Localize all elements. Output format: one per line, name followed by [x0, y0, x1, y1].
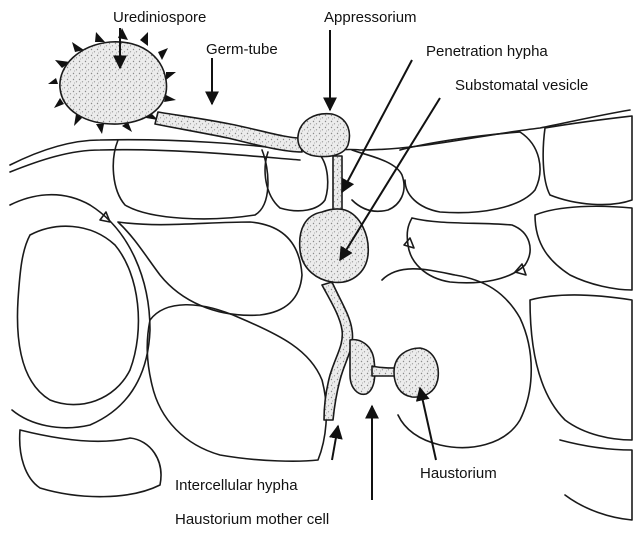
mesophyll-cell	[560, 440, 632, 520]
haustorium	[394, 348, 438, 397]
label-penetration-hypha: Penetration hypha	[426, 43, 548, 60]
label-urediniospore: Urediniospore	[113, 9, 206, 26]
mesophyll-cell	[147, 305, 326, 461]
label-germ-tube: Germ-tube	[206, 41, 278, 58]
intercellular-space	[404, 238, 414, 248]
epidermis-surface-inner	[10, 150, 300, 172]
germ-tube	[155, 112, 302, 152]
penetration-hypha-arrow	[342, 60, 412, 192]
mesophyll-cell	[17, 226, 138, 404]
penetration-hypha	[333, 156, 342, 212]
label-haustorium-mother-cell: Haustorium mother cell	[175, 511, 329, 528]
intercellular-hypha-arrow	[332, 426, 338, 460]
substomatal-vesicle	[300, 209, 369, 282]
substomatal-vesicle-arrow	[340, 98, 440, 260]
epidermal-cell	[265, 152, 328, 211]
leaf-tissue	[10, 110, 632, 520]
intercellular-hypha	[322, 282, 353, 420]
label-intercellular-hypha: Intercellular hypha	[175, 477, 298, 494]
epidermal-cell	[400, 132, 540, 213]
mesophyll-cell	[20, 430, 161, 497]
label-substomatal-vesicle: Substomatal vesicle	[455, 77, 588, 94]
epidermal-cell	[543, 116, 632, 205]
urediniospore	[60, 42, 167, 124]
mesophyll-cell	[118, 222, 302, 315]
mesophyll-cell	[407, 218, 530, 283]
haustorium-arrow	[420, 388, 436, 460]
label-haustorium: Haustorium	[420, 465, 497, 482]
label-appressorium: Appressorium	[324, 9, 417, 26]
appressorium	[298, 114, 350, 157]
haustorium-mother-cell	[350, 340, 375, 395]
haustorium-neck	[372, 366, 396, 376]
mesophyll-cell	[530, 295, 632, 440]
fungal-structures	[48, 28, 438, 420]
mesophyll-cell	[10, 195, 150, 428]
mesophyll-cell	[535, 206, 632, 290]
